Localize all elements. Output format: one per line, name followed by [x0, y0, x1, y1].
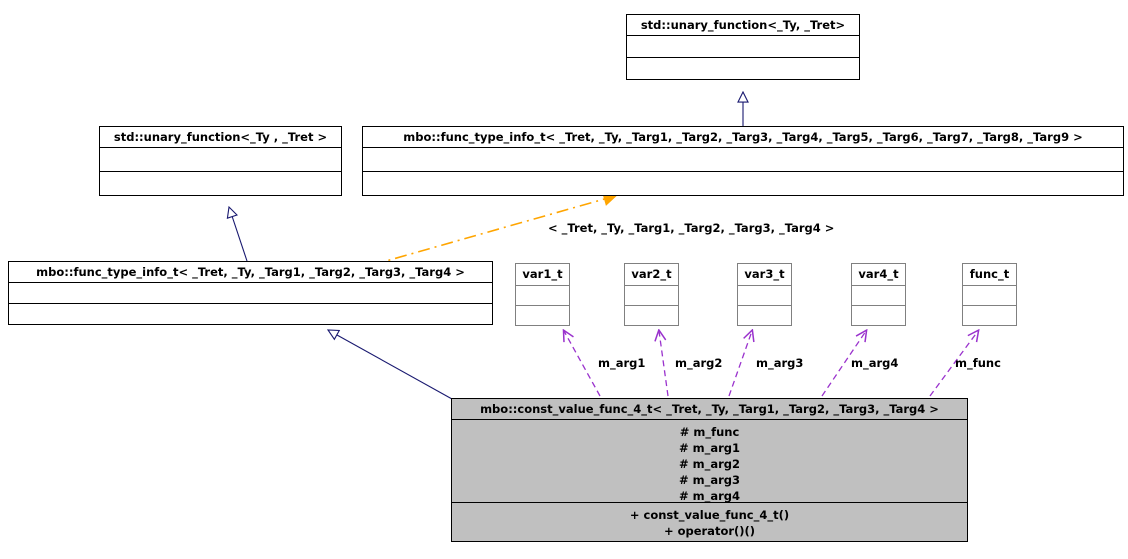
class-attribute-row: # m_arg4	[678, 489, 741, 503]
class-title: mbo::func_type_info_t< _Tret, _Ty, _Targ…	[363, 127, 1123, 148]
class-title: mbo::const_value_func_4_t< _Tret, _Ty, _…	[452, 399, 967, 420]
class-title: var2_t	[625, 264, 678, 286]
class-node-var4-t[interactable]: var4_t	[851, 263, 906, 326]
edge-label-template-binding: < _Tret, _Ty, _Targ1, _Targ2, _Targ3, _T…	[548, 221, 835, 235]
class-attributes-compartment	[625, 286, 678, 306]
edge-label-m-arg1: m_arg1	[598, 356, 646, 370]
class-operations-compartment	[625, 306, 678, 326]
edge-label-m-arg3: m_arg3	[756, 356, 804, 370]
class-attributes-compartment	[627, 36, 859, 58]
class-node-func-type-info-t-4[interactable]: mbo::func_type_info_t< _Tret, _Ty, _Targ…	[8, 261, 493, 325]
edge-inheritance-functypeinfo4-to-unaryfunction-left	[229, 207, 248, 262]
class-title: var1_t	[516, 264, 569, 286]
edge-usage-m_arg1	[564, 331, 601, 397]
class-attributes-compartment	[963, 286, 1016, 306]
class-node-std-unary-function-left[interactable]: std::unary_function<_Ty , _Tret >	[99, 126, 342, 196]
class-attributes-compartment: # m_func # m_arg1 # m_arg2 # m_arg3 # m_…	[452, 420, 967, 503]
class-title: std::unary_function<_Ty, _Tret>	[627, 15, 859, 36]
class-node-std-unary-function-top[interactable]: std::unary_function<_Ty, _Tret>	[626, 14, 860, 80]
edge-label-m-func: m_func	[955, 356, 1001, 370]
class-operations-compartment	[363, 172, 1123, 196]
class-operations-compartment	[738, 306, 791, 326]
class-title: std::unary_function<_Ty , _Tret >	[100, 127, 341, 148]
edge-label-m-arg4: m_arg4	[851, 356, 899, 370]
edge-usage-m_arg2	[659, 331, 669, 397]
class-title: func_t	[963, 264, 1016, 286]
class-operations-compartment	[852, 306, 905, 326]
class-attribute-row: # m_arg1	[678, 441, 741, 455]
class-operations-compartment	[9, 304, 492, 325]
edge-usage-m_arg4	[821, 331, 866, 397]
edge-usage-m_arg3	[728, 331, 752, 397]
class-operations-compartment	[627, 58, 859, 80]
class-node-func-t[interactable]: func_t	[962, 263, 1017, 326]
class-operation-row: + operator()()	[663, 524, 756, 538]
class-node-var3-t[interactable]: var3_t	[737, 263, 792, 326]
class-attributes-compartment	[363, 148, 1123, 172]
class-operations-compartment	[963, 306, 1016, 326]
class-node-var2-t[interactable]: var2_t	[624, 263, 679, 326]
edge-label-m-arg2: m_arg2	[675, 356, 723, 370]
class-attribute-row: # m_arg3	[678, 473, 741, 487]
edge-template-binding	[371, 196, 615, 266]
edge-usage-m_func	[929, 331, 978, 397]
class-attributes-compartment	[516, 286, 569, 306]
class-operations-compartment	[100, 172, 341, 196]
class-attributes-compartment	[738, 286, 791, 306]
class-attribute-row: # m_func	[679, 425, 740, 439]
class-title: mbo::func_type_info_t< _Tret, _Ty, _Targ…	[9, 262, 492, 283]
class-operations-compartment	[516, 306, 569, 326]
class-node-const-value-func-4-t[interactable]: mbo::const_value_func_4_t< _Tret, _Ty, _…	[451, 398, 968, 542]
class-operations-compartment: + const_value_func_4_t() + operator()()	[452, 503, 967, 543]
edge-inheritance-constvaluefunc-to-functypeinfo4	[328, 330, 453, 400]
class-attributes-compartment	[9, 283, 492, 304]
class-attribute-row: # m_arg2	[678, 457, 741, 471]
class-node-func-type-info-t-9[interactable]: mbo::func_type_info_t< _Tret, _Ty, _Targ…	[362, 126, 1124, 196]
class-attributes-compartment	[100, 148, 341, 172]
class-operation-row: + const_value_func_4_t()	[629, 508, 790, 522]
class-title: var3_t	[738, 264, 791, 286]
class-title: var4_t	[852, 264, 905, 286]
class-attributes-compartment	[852, 286, 905, 306]
class-node-var1-t[interactable]: var1_t	[515, 263, 570, 326]
